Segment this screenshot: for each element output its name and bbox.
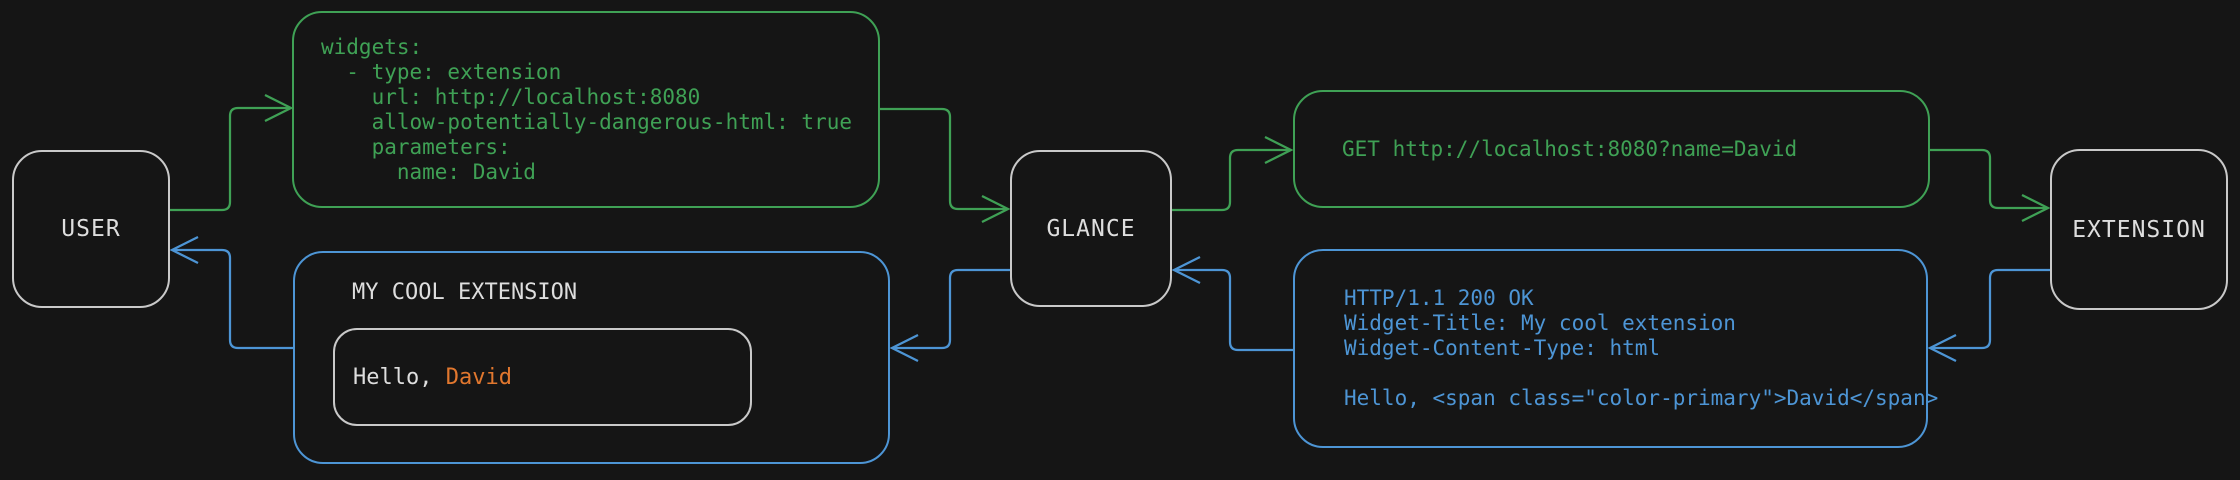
node-extension-label: EXTENSION (2072, 216, 2206, 243)
widget-title: MY COOL EXTENSION (352, 280, 578, 305)
arrow-config-to-glance (880, 107, 1011, 224)
arrow-glance-to-request (1172, 135, 1294, 212)
widget-inner-box: Hello, David (333, 328, 752, 426)
request-message-box: GET http://localhost:8080?name=David (1293, 90, 1930, 208)
arrow-request-to-extension (1930, 148, 2051, 223)
arrow-response-to-glance (1171, 255, 1293, 352)
arrowhead-right-icon (264, 93, 294, 123)
node-user-label: USER (61, 216, 121, 242)
node-glance-label: GLANCE (1046, 215, 1136, 242)
arrow-glance-to-widget (889, 268, 1010, 363)
arrow-widget-to-user (169, 235, 293, 350)
node-user: USER (12, 150, 170, 308)
arrowhead-left-icon (1171, 255, 1201, 285)
arrowhead-left-icon (169, 235, 199, 265)
request-line: GET http://localhost:8080?name=David (1342, 136, 1798, 161)
greeting-prefix: Hello, (353, 364, 446, 390)
node-glance: GLANCE (1010, 150, 1172, 307)
arrowhead-left-icon (1927, 333, 1957, 363)
arrowhead-right-icon (2021, 193, 2051, 223)
arrowhead-right-icon (981, 194, 1011, 224)
arrowhead-left-icon (889, 333, 919, 363)
arrow-extension-to-response (1927, 268, 2050, 363)
response-code: HTTP/1.1 200 OK Widget-Title: My cool ex… (1344, 286, 1939, 410)
greeting-name: David (445, 364, 512, 390)
widget-greeting: Hello, David (335, 365, 512, 390)
arrowhead-right-icon (1264, 135, 1294, 165)
config-yaml-code: widgets: - type: extension url: http://l… (321, 34, 853, 184)
arrow-user-to-config (170, 93, 294, 212)
widget-preview-box: MY COOL EXTENSION Hello, David (293, 251, 890, 464)
node-extension: EXTENSION (2050, 149, 2228, 310)
response-message-box: HTTP/1.1 200 OK Widget-Title: My cool ex… (1293, 249, 1938, 448)
config-message-box: widgets: - type: extension url: http://l… (292, 11, 880, 208)
